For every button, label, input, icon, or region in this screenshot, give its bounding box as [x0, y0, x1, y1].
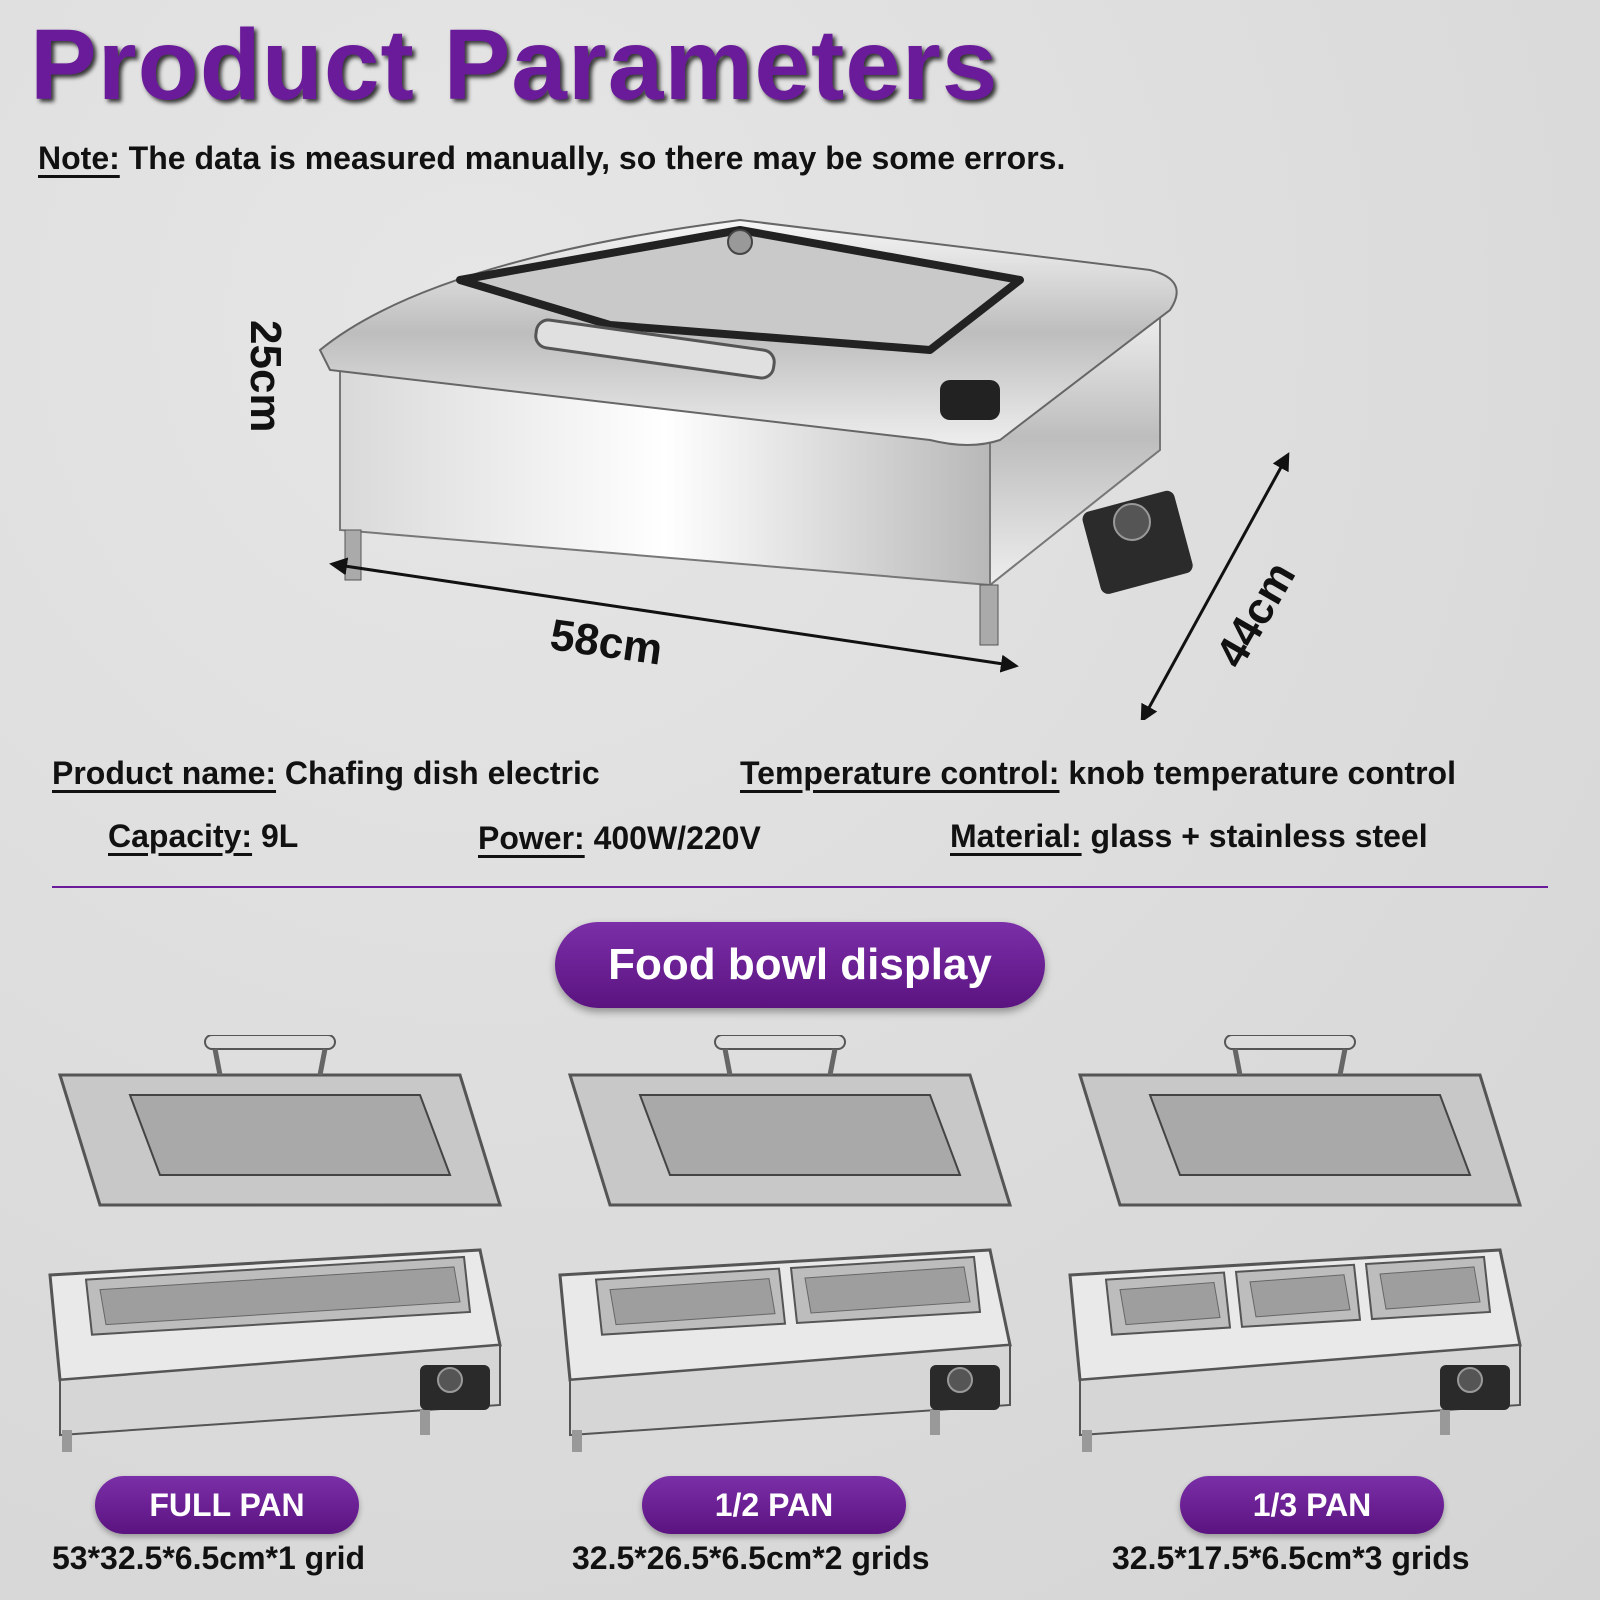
param-temperature-control: Temperature control: knob temperature co… [740, 755, 1456, 792]
param-value: knob temperature control [1068, 755, 1456, 791]
param-material: Material: glass + stainless steel [950, 818, 1428, 855]
note: Note: The data is measured manually, so … [38, 140, 1065, 177]
param-power: Power: 400W/220V [478, 820, 761, 857]
divider [52, 886, 1548, 888]
param-label: Product name: [52, 755, 277, 791]
pan-image-half [558, 1035, 1013, 1452]
page-title: Product Parameters [30, 9, 999, 121]
param-label: Capacity: [108, 818, 253, 854]
height-dimension: 25cm [241, 320, 290, 433]
param-capacity: Capacity: 9L [108, 818, 298, 855]
pan-size-full: 53*32.5*6.5cm*1 grid [52, 1540, 366, 1576]
pan-label-third: 1/3 PAN [1180, 1476, 1444, 1534]
param-product-name: Product name: Chafing dish electric [52, 755, 600, 792]
section-title: Food bowl display [555, 922, 1045, 1008]
pan-size-half: 32.5*26.5*6.5cm*2 grids [572, 1540, 930, 1576]
param-label: Power: [478, 820, 585, 856]
pan-size-third: 32.5*17.5*6.5cm*3 grids [1112, 1540, 1470, 1576]
param-label: Material: [950, 818, 1082, 854]
param-value: Chafing dish electric [284, 755, 600, 791]
chafing-dish-image [318, 218, 1290, 720]
param-value: 9L [260, 818, 299, 854]
param-label: Temperature control: [740, 755, 1060, 791]
pan-image-full [48, 1035, 503, 1452]
note-text: The data is measured manually, so there … [128, 140, 1066, 176]
pan-label-half: 1/2 PAN [642, 1476, 906, 1534]
pan-image-third [1068, 1035, 1523, 1452]
param-value: glass + stainless steel [1090, 818, 1428, 854]
pan-label-full: FULL PAN [95, 1476, 359, 1534]
note-label: Note: [38, 140, 120, 176]
param-value: 400W/220V [593, 820, 761, 856]
